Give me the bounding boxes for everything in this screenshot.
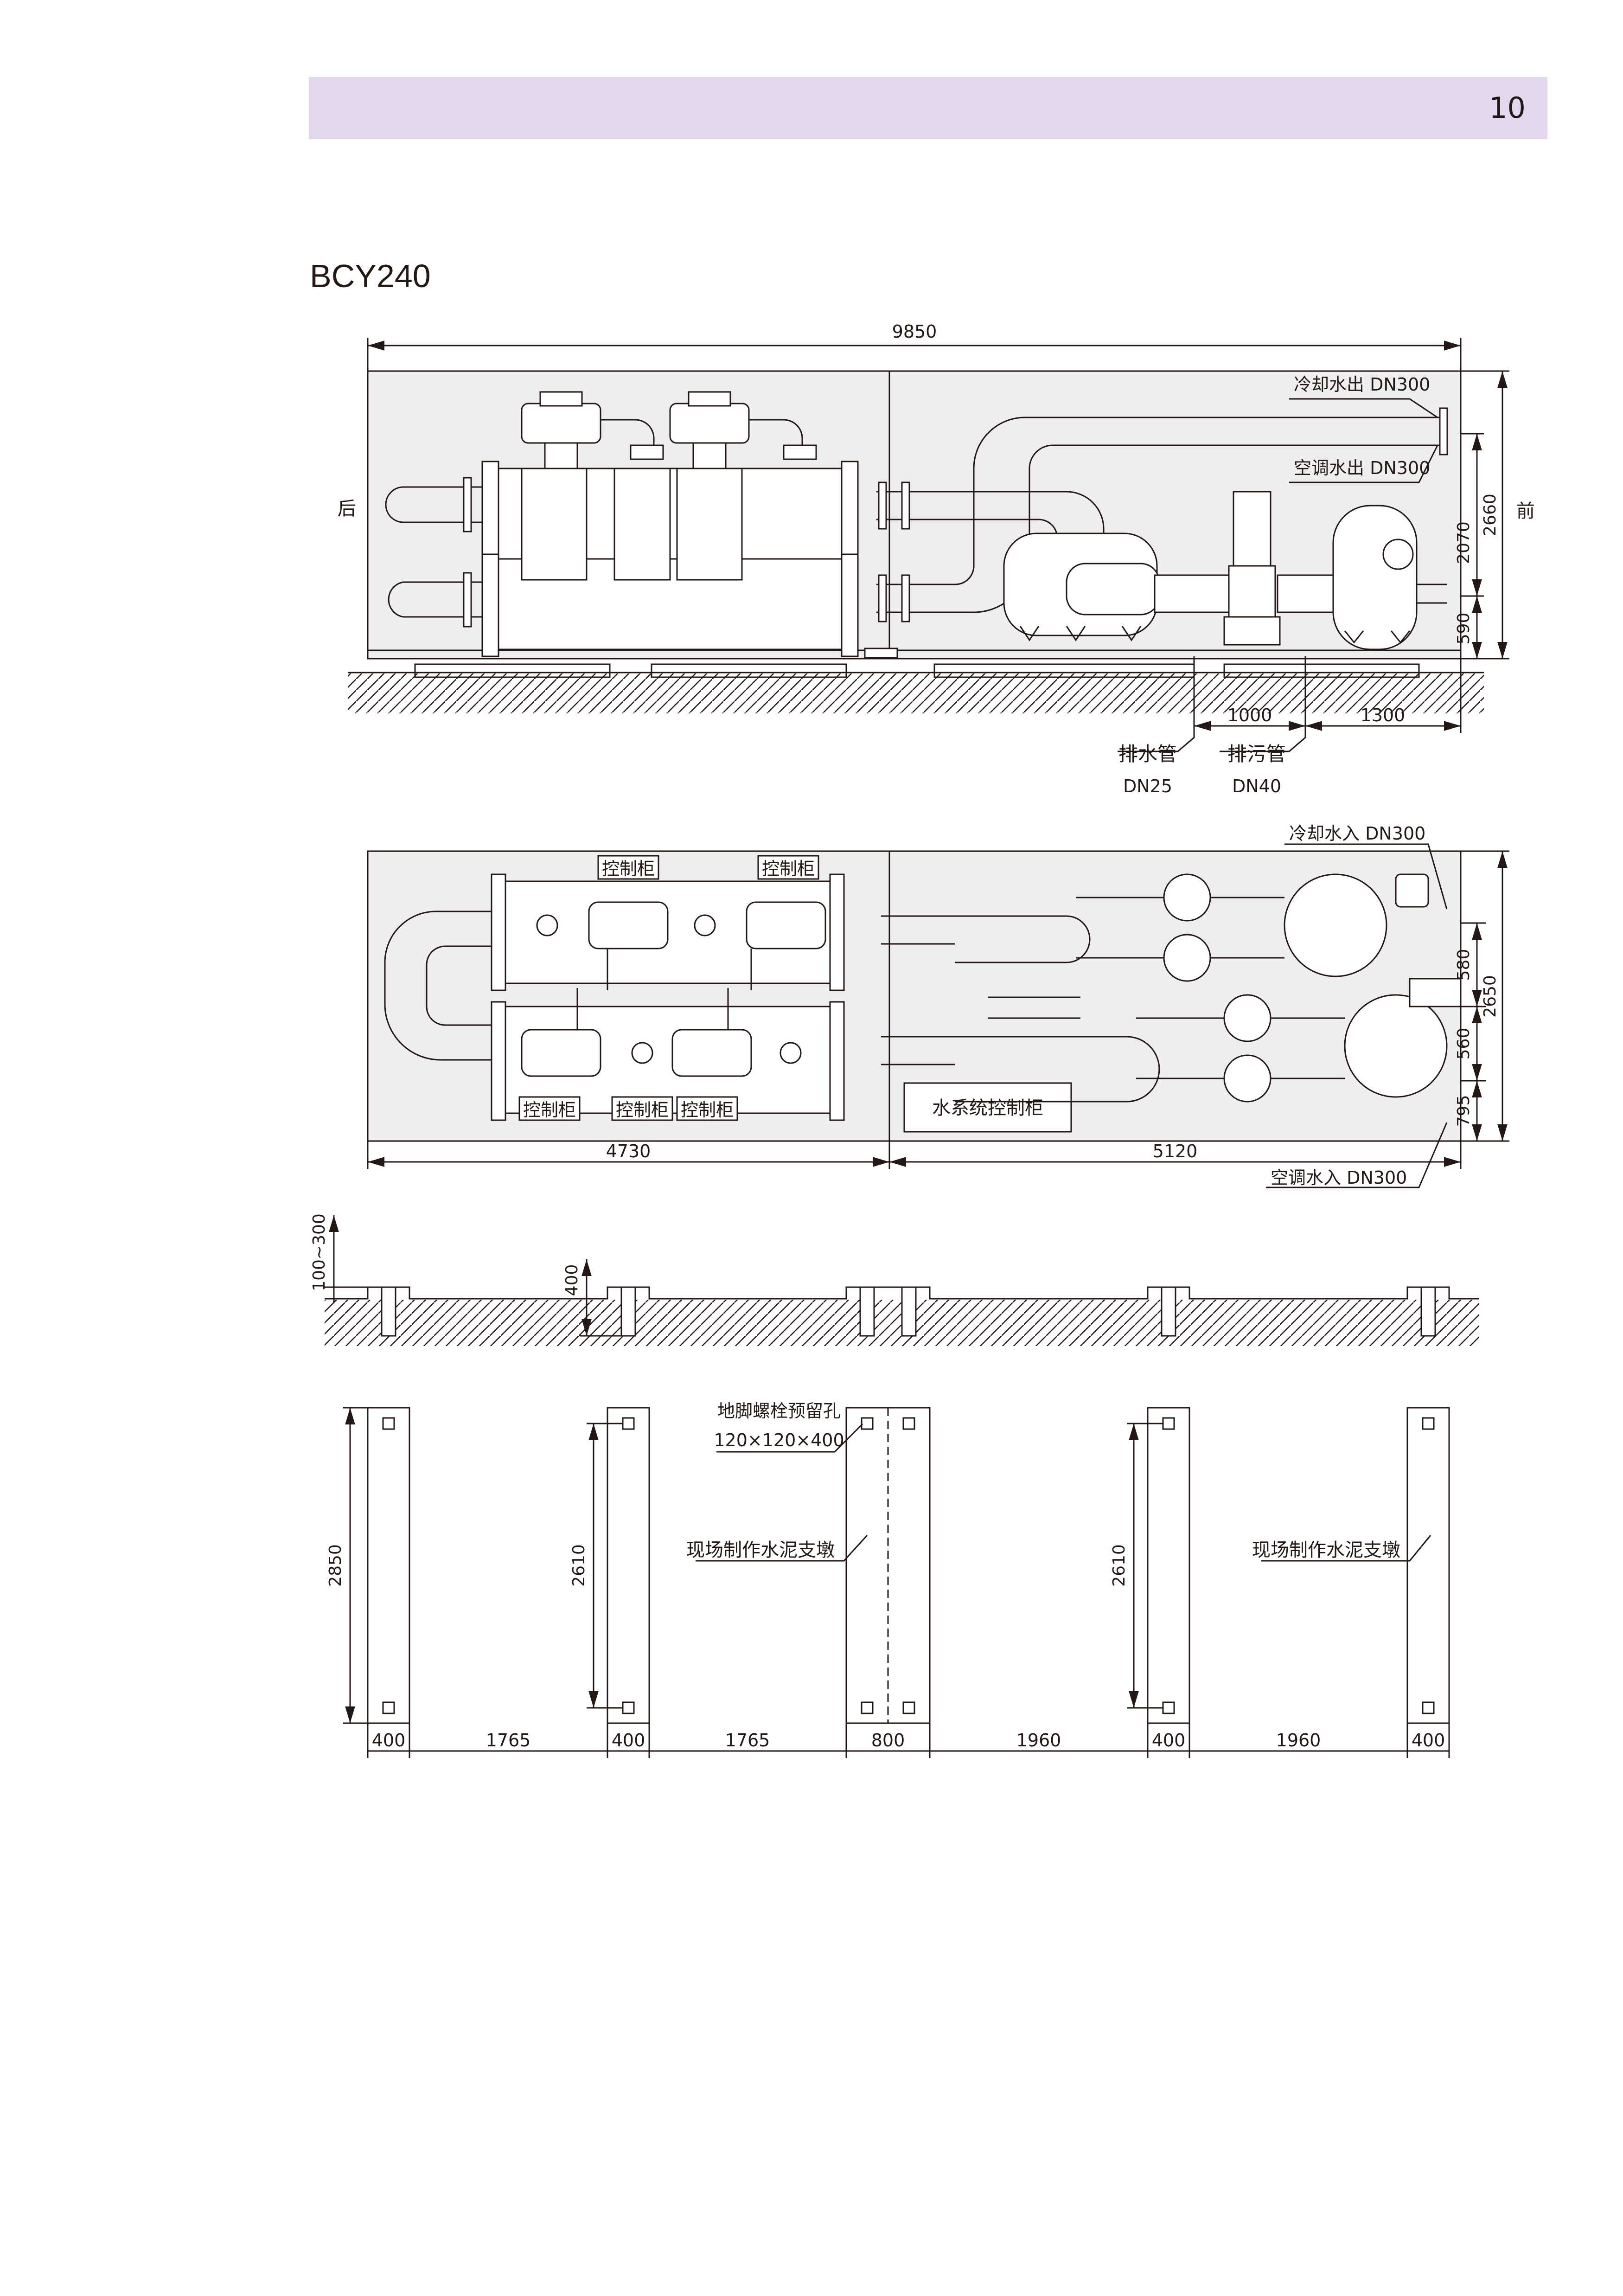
dim-pier-width: 400 bbox=[1152, 1730, 1186, 1751]
foundation-dim-row: 400 1765 400 1765 800 1960 400 1960 400 bbox=[372, 1730, 1445, 1751]
foundation-section bbox=[325, 1215, 1479, 1346]
dim-pier-spacing: 1960 bbox=[1276, 1730, 1321, 1751]
dim-pier-length-inner-2: 2610 bbox=[1110, 1544, 1129, 1587]
label-sewage-size: DN40 bbox=[1232, 776, 1281, 796]
elevation-view bbox=[348, 338, 1509, 752]
dim-pier-length-outer: 2850 bbox=[326, 1544, 345, 1587]
dim-pier-length-inner-1: 2610 bbox=[569, 1544, 588, 1587]
label-side-front: 前 bbox=[1516, 500, 1535, 522]
label-ac-water-out: 空调水出 DN300 bbox=[1294, 458, 1430, 478]
dim-pier-spacing: 1765 bbox=[486, 1730, 531, 1751]
label-water-system-cabinet: 水系统控制柜 bbox=[932, 1097, 1043, 1119]
label-ac-water-in: 空调水入 DN300 bbox=[1271, 1167, 1407, 1188]
dim-overall-length: 9850 bbox=[892, 321, 937, 342]
label-control-cabinet-5: 控制柜 bbox=[681, 1100, 734, 1120]
dim-drain-offset: 1000 bbox=[1227, 705, 1272, 725]
label-control-cabinet-1: 控制柜 bbox=[602, 859, 655, 879]
dim-pier-width: 400 bbox=[612, 1730, 645, 1751]
dim-height-upper: 2070 bbox=[1454, 521, 1473, 564]
dim-length-left: 4730 bbox=[606, 1141, 651, 1161]
dim-plan-width-c: 795 bbox=[1454, 1095, 1473, 1127]
model-title: BCY240 bbox=[310, 258, 431, 294]
dim-pier-width: 400 bbox=[1412, 1730, 1445, 1751]
dim-height-lower: 590 bbox=[1454, 613, 1473, 645]
label-pier-1: 现场制作水泥支墩 bbox=[686, 1539, 835, 1561]
label-cooling-water-in: 冷却水入 DN300 bbox=[1289, 823, 1425, 844]
label-drain-pipe: 排水管 bbox=[1118, 743, 1177, 765]
dim-pier-spacing: 1960 bbox=[1016, 1730, 1061, 1751]
dim-length-right: 5120 bbox=[1153, 1141, 1198, 1161]
label-control-cabinet-3: 控制柜 bbox=[523, 1100, 576, 1120]
label-anchor-hole-size: 120×120×400 bbox=[714, 1430, 844, 1450]
dim-sewage-offset: 1300 bbox=[1361, 705, 1406, 725]
dim-pier-width: 400 bbox=[372, 1730, 406, 1751]
dim-grout-gap: 100~300 bbox=[310, 1213, 329, 1291]
header-band bbox=[309, 77, 1547, 139]
dim-plan-width-a: 580 bbox=[1454, 949, 1473, 981]
dim-height-total: 2660 bbox=[1481, 494, 1500, 536]
dim-plan-width-total: 2650 bbox=[1481, 975, 1500, 1018]
dim-pier-width: 800 bbox=[871, 1730, 905, 1751]
label-pier-2: 现场制作水泥支墩 bbox=[1252, 1539, 1400, 1561]
label-drain-size: DN25 bbox=[1123, 776, 1172, 796]
page-number: 10 bbox=[1489, 91, 1526, 125]
dim-pier-spacing: 1765 bbox=[725, 1730, 770, 1751]
label-side-back: 后 bbox=[338, 498, 356, 519]
foundation-plan bbox=[343, 1407, 1450, 1758]
label-sewage-pipe: 排污管 bbox=[1227, 743, 1286, 765]
plan-view bbox=[367, 843, 1509, 1188]
dim-plan-width-b: 560 bbox=[1454, 1028, 1473, 1060]
dim-pier-height: 400 bbox=[562, 1264, 581, 1296]
label-cooling-water-out: 冷却水出 DN300 bbox=[1294, 374, 1430, 395]
label-anchor-hole: 地脚螺栓预留孔 bbox=[717, 1401, 841, 1421]
label-control-cabinet-2: 控制柜 bbox=[762, 859, 815, 879]
label-control-cabinet-4: 控制柜 bbox=[616, 1100, 669, 1120]
